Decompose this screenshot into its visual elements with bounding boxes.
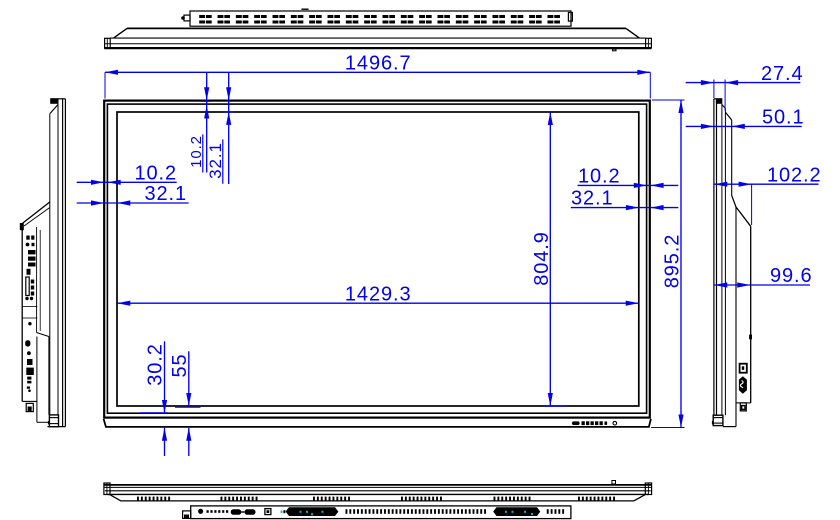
svg-text:1429.3: 1429.3	[345, 283, 412, 305]
svg-text:10.2: 10.2	[188, 135, 205, 168]
svg-text:10.2: 10.2	[135, 162, 178, 184]
svg-text:804.9: 804.9	[531, 231, 553, 286]
svg-text:55: 55	[169, 353, 191, 377]
svg-text:30.2: 30.2	[145, 343, 167, 386]
svg-text:32.1: 32.1	[571, 188, 614, 210]
svg-text:32.1: 32.1	[145, 183, 188, 205]
svg-text:27.4: 27.4	[761, 63, 804, 85]
svg-text:32.1: 32.1	[206, 142, 225, 179]
svg-text:102.2: 102.2	[767, 164, 822, 186]
svg-text:895.2: 895.2	[662, 234, 684, 289]
svg-text:1496.7: 1496.7	[345, 53, 412, 75]
svg-text:99.6: 99.6	[770, 265, 813, 287]
svg-text:10.2: 10.2	[578, 165, 621, 187]
svg-text:50.1: 50.1	[762, 107, 805, 129]
